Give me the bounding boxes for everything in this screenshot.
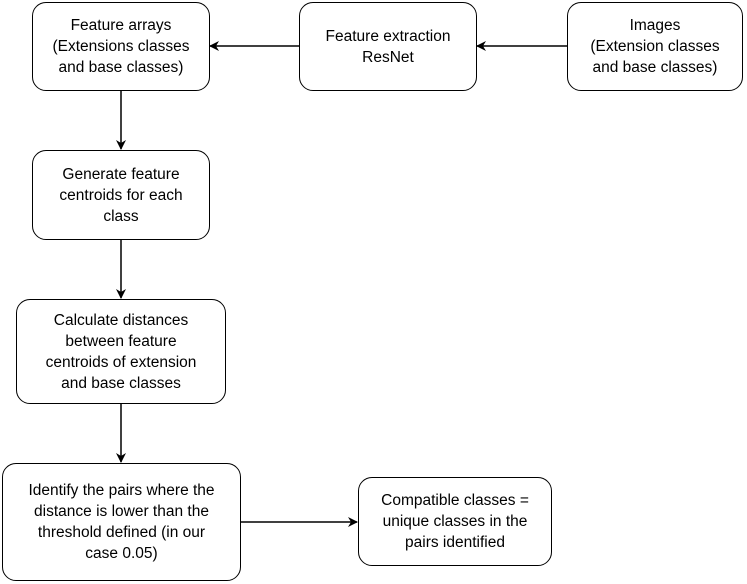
node-identify-pairs: Identify the pairs where the distance is… xyxy=(2,463,241,581)
node-feature-extraction-label: Feature extraction ResNet xyxy=(325,27,451,66)
node-feature-arrays-label: Feature arrays (Extensions classes and b… xyxy=(52,17,190,76)
node-feature-arrays: Feature arrays (Extensions classes and b… xyxy=(32,2,210,91)
node-images-label: Images (Extension classes and base class… xyxy=(590,17,720,76)
node-images: Images (Extension classes and base class… xyxy=(567,2,743,91)
node-calculate-distances: Calculate distances between feature cent… xyxy=(16,299,226,404)
node-identify-pairs-label: Identify the pairs where the distance is… xyxy=(28,482,215,562)
node-compatible-classes-label: Compatible classes = unique classes in t… xyxy=(381,492,529,551)
node-generate-centroids-label: Generate feature centroids for each clas… xyxy=(59,165,183,225)
node-compatible-classes: Compatible classes = unique classes in t… xyxy=(358,477,552,566)
node-calculate-distances-label: Calculate distances between feature cent… xyxy=(45,311,197,392)
node-feature-extraction: Feature extraction ResNet xyxy=(299,2,477,91)
node-generate-centroids: Generate feature centroids for each clas… xyxy=(32,150,210,240)
